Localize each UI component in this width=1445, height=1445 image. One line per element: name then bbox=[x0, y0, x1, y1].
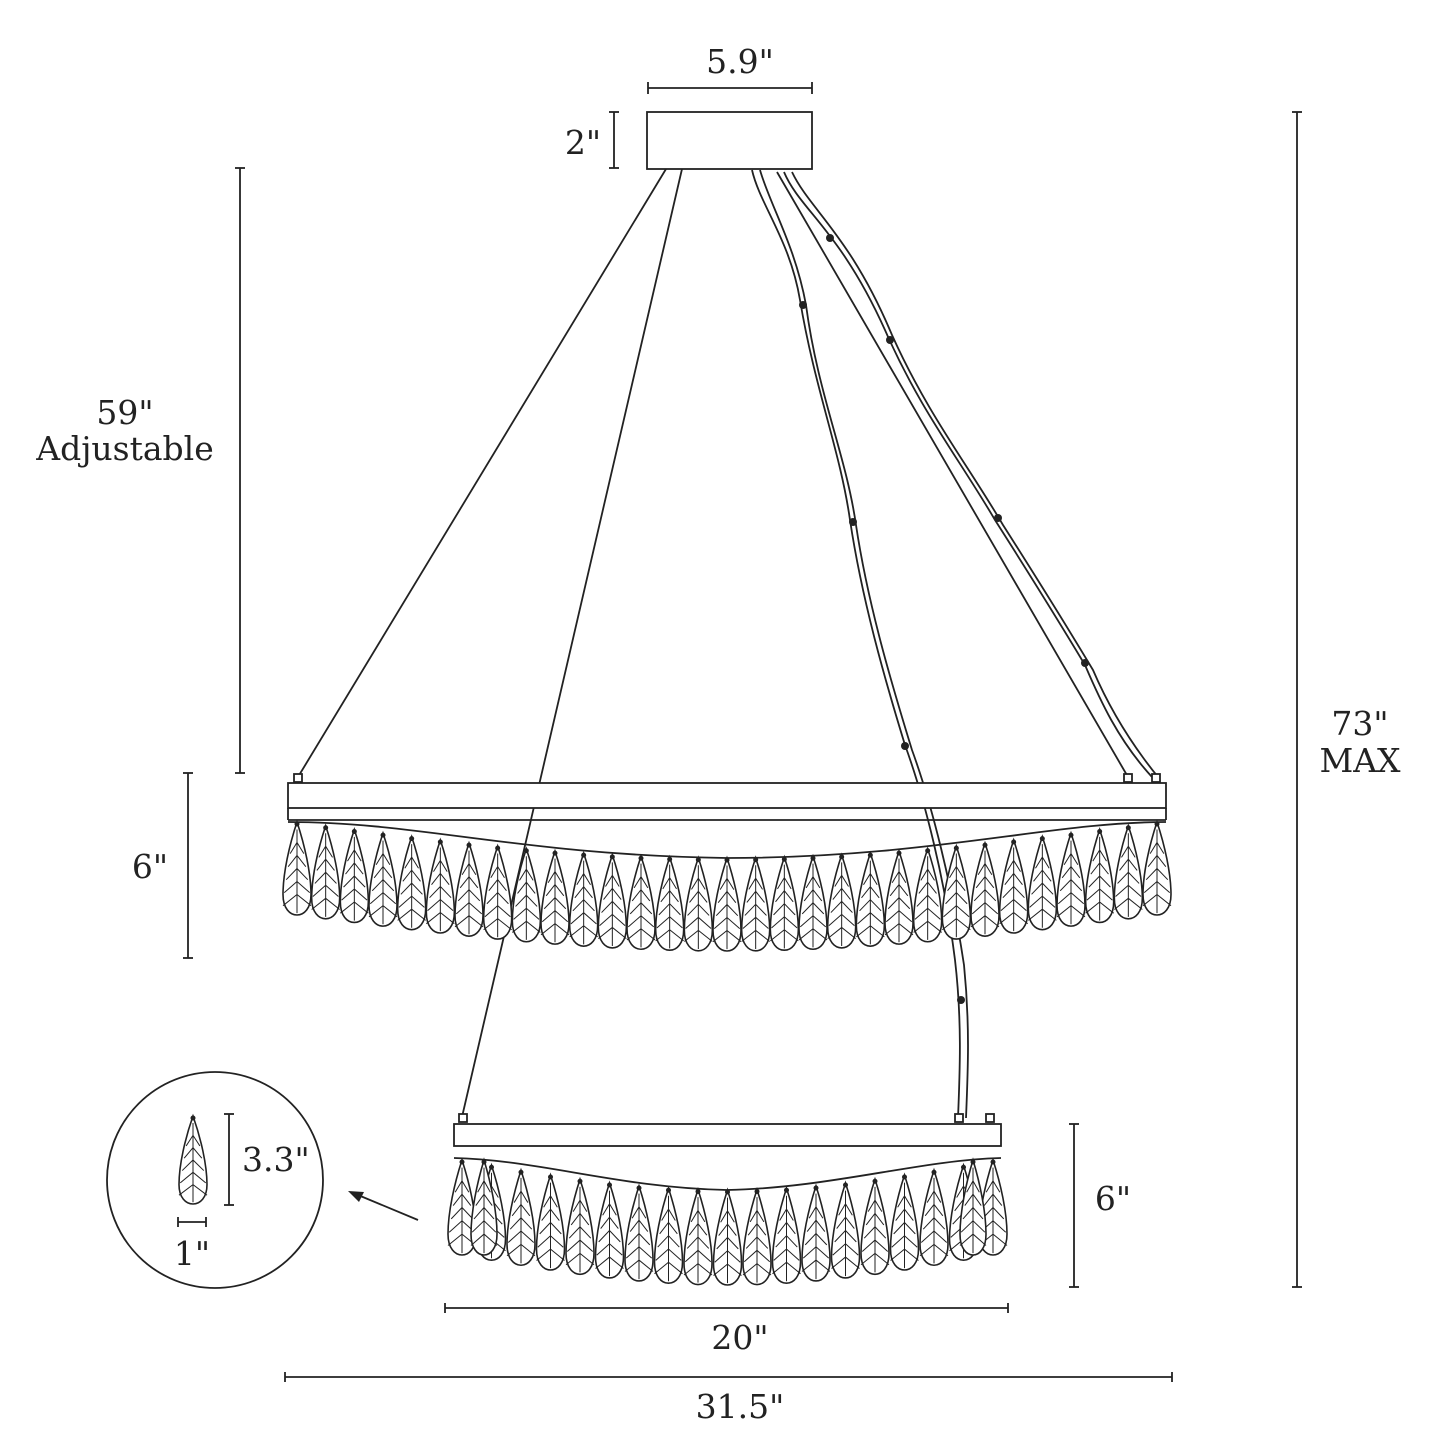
overall-height-dimension-line bbox=[1292, 111, 1302, 1288]
upper-crystal-drop bbox=[339, 826, 370, 924]
overall-max-label: MAX bbox=[1319, 741, 1401, 780]
cable-length-dimension-line bbox=[235, 167, 245, 774]
upper-diameter-dimension-line bbox=[284, 1372, 1173, 1382]
upper-crystal-drop bbox=[712, 855, 742, 952]
lower-crystal-drop bbox=[594, 1180, 625, 1279]
upper-crystal-drop bbox=[1142, 819, 1172, 916]
lower-tier-height-label: 6" bbox=[1094, 1179, 1132, 1218]
lower-crystal-drop bbox=[742, 1186, 772, 1286]
support-cables bbox=[297, 168, 1129, 1118]
upper-crystal-drop bbox=[540, 848, 570, 945]
upper-tier-height-label: 6" bbox=[131, 847, 169, 886]
lower-tier-height-dimension-line bbox=[1069, 1123, 1079, 1288]
detail-arrow bbox=[348, 1191, 419, 1221]
lower-crystal-drop bbox=[959, 1157, 987, 1256]
lower-crystal-drop bbox=[801, 1183, 831, 1282]
lower-crystal-drop bbox=[470, 1157, 498, 1256]
power-cords bbox=[751, 169, 1159, 1119]
crystal-drops bbox=[178, 819, 1172, 1286]
upper-crystal-drop bbox=[998, 837, 1029, 934]
lower-diameter-label: 20" bbox=[711, 1318, 769, 1357]
upper-crystal-drop bbox=[1056, 830, 1086, 927]
upper-crystal-drop bbox=[970, 840, 1000, 937]
upper-crystal-drop bbox=[884, 848, 914, 945]
upper-crystal-drop bbox=[282, 819, 312, 916]
lower-crystal-drop bbox=[771, 1185, 802, 1284]
upper-crystal-drop bbox=[826, 852, 857, 949]
lower-crystal-drop bbox=[565, 1176, 595, 1276]
canopy-width-label: 5.9" bbox=[706, 42, 774, 81]
canopy bbox=[646, 111, 813, 170]
upper-crystal-drop bbox=[310, 823, 341, 920]
crystal-height-dimension-line bbox=[224, 1113, 234, 1206]
upper-ring bbox=[287, 782, 1167, 809]
lower-crystal-drop bbox=[889, 1172, 920, 1271]
upper-crystal-drop bbox=[1084, 826, 1115, 924]
lower-diameter-dimension-line bbox=[444, 1303, 1009, 1313]
cord-joints bbox=[799, 234, 1089, 1004]
upper-crystal-drop bbox=[454, 840, 484, 937]
lower-crystal-drop bbox=[712, 1187, 743, 1286]
upper-crystal-drop bbox=[740, 855, 771, 952]
canopy-height-dimension-line bbox=[609, 111, 619, 169]
cable-adjustable-label: Adjustable bbox=[36, 429, 214, 468]
lower-crystal-drop bbox=[683, 1186, 713, 1286]
overall-height-label: 73" bbox=[1331, 704, 1389, 743]
lower-ring-wave bbox=[453, 1157, 1002, 1191]
crystal-height-label: 3.3" bbox=[242, 1140, 310, 1179]
upper-crystal-drop bbox=[396, 834, 427, 931]
upper-crystal-drop bbox=[482, 843, 513, 940]
lower-crystal-drop bbox=[624, 1183, 654, 1282]
lower-crystal-drop bbox=[653, 1185, 684, 1284]
upper-crystal-drop bbox=[855, 850, 886, 947]
upper-crystal-drop bbox=[597, 852, 628, 949]
lower-crystal-drop bbox=[919, 1167, 949, 1267]
upper-ring-wave bbox=[287, 821, 1167, 859]
lower-crystal-drop bbox=[535, 1172, 566, 1271]
canopy-width-dimension-line bbox=[647, 82, 813, 94]
upper-crystal-drop bbox=[425, 837, 456, 934]
upper-crystal-drop bbox=[683, 855, 714, 952]
upper-crystal-drop bbox=[1113, 823, 1144, 920]
upper-crystal-drop bbox=[798, 853, 828, 951]
lower-crystal-drop bbox=[830, 1180, 861, 1279]
crystal-detail-inset bbox=[106, 1071, 324, 1289]
cable-clips bbox=[293, 773, 1161, 1123]
canopy-height-label: 2" bbox=[564, 123, 602, 162]
crystal-width-label: 1" bbox=[173, 1234, 211, 1273]
upper-crystal-drop bbox=[941, 843, 972, 940]
upper-crystal-drop bbox=[626, 853, 656, 951]
upper-crystal-drop bbox=[368, 830, 398, 927]
upper-crystal-drop bbox=[511, 846, 542, 943]
crystal-width-dimension-line bbox=[177, 1217, 207, 1227]
upper-crystal-drop bbox=[769, 854, 800, 952]
detail-crystal-drop bbox=[178, 1113, 208, 1205]
upper-tier-height-dimension-line bbox=[183, 772, 193, 959]
upper-crystal-drop bbox=[912, 846, 943, 943]
upper-crystal-drop bbox=[1027, 834, 1058, 931]
lower-crystal-drop bbox=[506, 1167, 536, 1267]
lower-ring bbox=[453, 1123, 1002, 1147]
lower-crystal-drop bbox=[860, 1176, 890, 1276]
upper-diameter-label: 31.5" bbox=[695, 1387, 785, 1426]
upper-crystal-drop bbox=[654, 854, 685, 952]
cable-length-label: 59" bbox=[96, 393, 154, 432]
upper-crystal-drop bbox=[568, 850, 599, 947]
